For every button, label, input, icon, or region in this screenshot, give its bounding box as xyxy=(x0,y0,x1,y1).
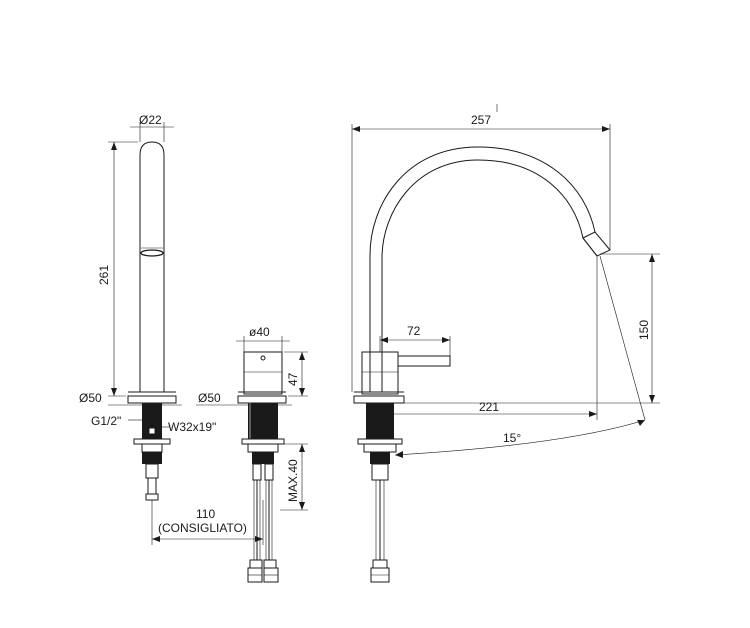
spout-height-label: 150 xyxy=(637,320,651,340)
spray-height-label: 261 xyxy=(97,265,111,285)
rotation-angle-label: 15° xyxy=(503,431,521,445)
spout-width-label: 257 xyxy=(471,113,491,127)
spray-diameter-label: Ø22 xyxy=(139,113,162,127)
spray-nut-label: W32x19" xyxy=(168,420,216,434)
spray-base-diameter-label: Ø50 xyxy=(79,391,102,405)
spacing-distance-label: 110 xyxy=(196,507,215,521)
spout-view xyxy=(351,104,660,583)
lever-length-label: 72 xyxy=(407,324,421,338)
spray-thread-label: G1/2" xyxy=(91,414,121,428)
handle-valve-view xyxy=(151,336,308,583)
spout-reach-label: 221 xyxy=(479,400,499,414)
handle-diameter-label: ø40 xyxy=(249,325,270,339)
handle-max-thickness-label: MAX.40 xyxy=(286,459,300,502)
spacing-note-label: (CONSIGLIATO) xyxy=(158,521,247,535)
handle-height-label: 47 xyxy=(286,372,300,386)
hand-spray-view xyxy=(108,122,182,501)
handle-base-diameter-label: Ø50 xyxy=(198,391,221,405)
